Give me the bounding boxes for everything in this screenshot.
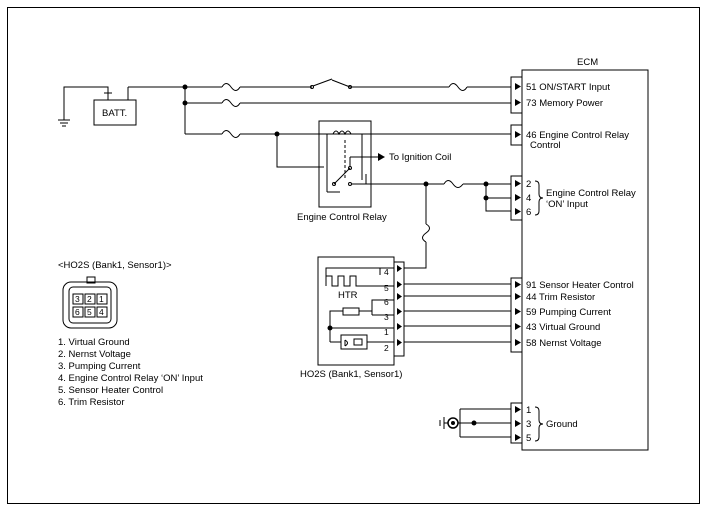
ecm-ground-pin-1: 1 [526,405,531,416]
sensor-ecm-wiring [404,283,511,343]
ecm-pin-59-label: 59 Pumping Current [526,307,611,318]
ecm-pin-44-label: 44 Trim Resistor [526,292,595,303]
cavity-4: 4 [99,307,104,317]
fuse-5 [443,180,464,188]
engine-control-relay: Engine Control Relay To Ignition Coil [297,120,451,223]
ho2s-pin-2: 2 [384,343,389,353]
ho2s-pin-markers [397,265,402,346]
connector-legend-3: 3. Pumping Current [58,361,141,372]
ecm-pin-73-label: 73 Memory Power [526,98,603,109]
ground-wiring [439,408,511,438]
ho2s-pin-1: 1 [384,327,389,337]
cavity-5: 5 [87,307,92,317]
cavity-2: 2 [87,294,92,304]
ho2s-connector-view: <HO2S (Bank1, Sensor1)> 3 2 1 6 5 4 1. V… [58,260,203,408]
fuse-3 [221,99,241,107]
ho2s-pin-6: 6 [384,297,389,307]
relay-output-wiring [366,180,511,269]
ecm-pin-58-label: 58 Nernst Voltage [526,338,602,349]
ecm-pin-51-label: 51 ON/START Input [526,82,610,93]
connector-title: <HO2S (Bank1, Sensor1)> [58,260,172,271]
ecm-pin-43-label: 43 Virtual Ground [526,322,600,333]
ecm-relay-on-label-line2: ‘ON’ Input [546,199,588,210]
connector-legend-5: 5. Sensor Heater Control [58,385,163,396]
ho2s-label: HO2S (Bank1, Sensor1) [300,369,402,380]
relay-label: Engine Control Relay [297,212,387,223]
diagram-frame [7,7,700,504]
ho2s-sensor: HO2S (Bank1, Sensor1) 4 5 6 3 1 2 HTR [300,256,405,380]
battery-label: BATT. [102,108,127,119]
fuse-6 [422,223,430,243]
ecm-pin-46-label-line2: Control [530,140,561,151]
ecm-relay-on-brace [534,180,544,216]
ecm-ground-label: Ground [546,419,578,430]
ecm-relay-on-label-line1: Engine Control Relay [546,188,636,199]
ecm-relay-on-pin-6: 6 [526,207,531,218]
ho2s-pin-5: 5 [384,283,389,293]
ecm-pin-91-label: 91 Sensor Heater Control [526,280,634,291]
battery: BATT. [58,86,185,127]
fuse-1 [221,83,241,91]
cavity-1: 1 [99,294,104,304]
ecm-ground-pin-3: 3 [526,419,531,430]
ho2s-htr-label: HTR [338,290,358,301]
connector-cavities [72,293,108,318]
connector-legend-4: 4. Engine Control Relay ‘ON’ Input [58,373,203,384]
cavity-6: 6 [75,307,80,317]
fuse-4 [221,130,241,138]
fuse-2 [448,83,468,91]
ho2s-pin-3: 3 [384,312,389,322]
connector-legend-2: 2. Nernst Voltage [58,349,131,360]
connector-legend-1: 1. Virtual Ground [58,337,130,348]
ecm-title: ECM [577,57,598,68]
chassis-ground-icon [439,417,459,429]
ecm-relay-on-pin-2: 2 [526,179,531,190]
battery-ground-symbol [58,119,70,127]
power-wiring [182,78,511,168]
ecm-ground-brace [534,406,544,442]
ecm-pin-46-label: 46 Engine Control Relay [526,130,629,141]
cavity-3: 3 [75,294,80,304]
ecm-pin-markers [515,83,521,441]
connector-legend-6: 6. Trim Resistor [58,397,125,408]
ecm-ground-pin-5: 5 [526,433,531,444]
ignition-coil-label: To Ignition Coil [389,152,451,163]
ecm-box: ECM 51 ON/START Input 73 Memory Power 46… [510,57,649,451]
ho2s-pin-4: 4 [384,267,389,277]
ecm-relay-on-pin-4: 4 [526,193,531,204]
